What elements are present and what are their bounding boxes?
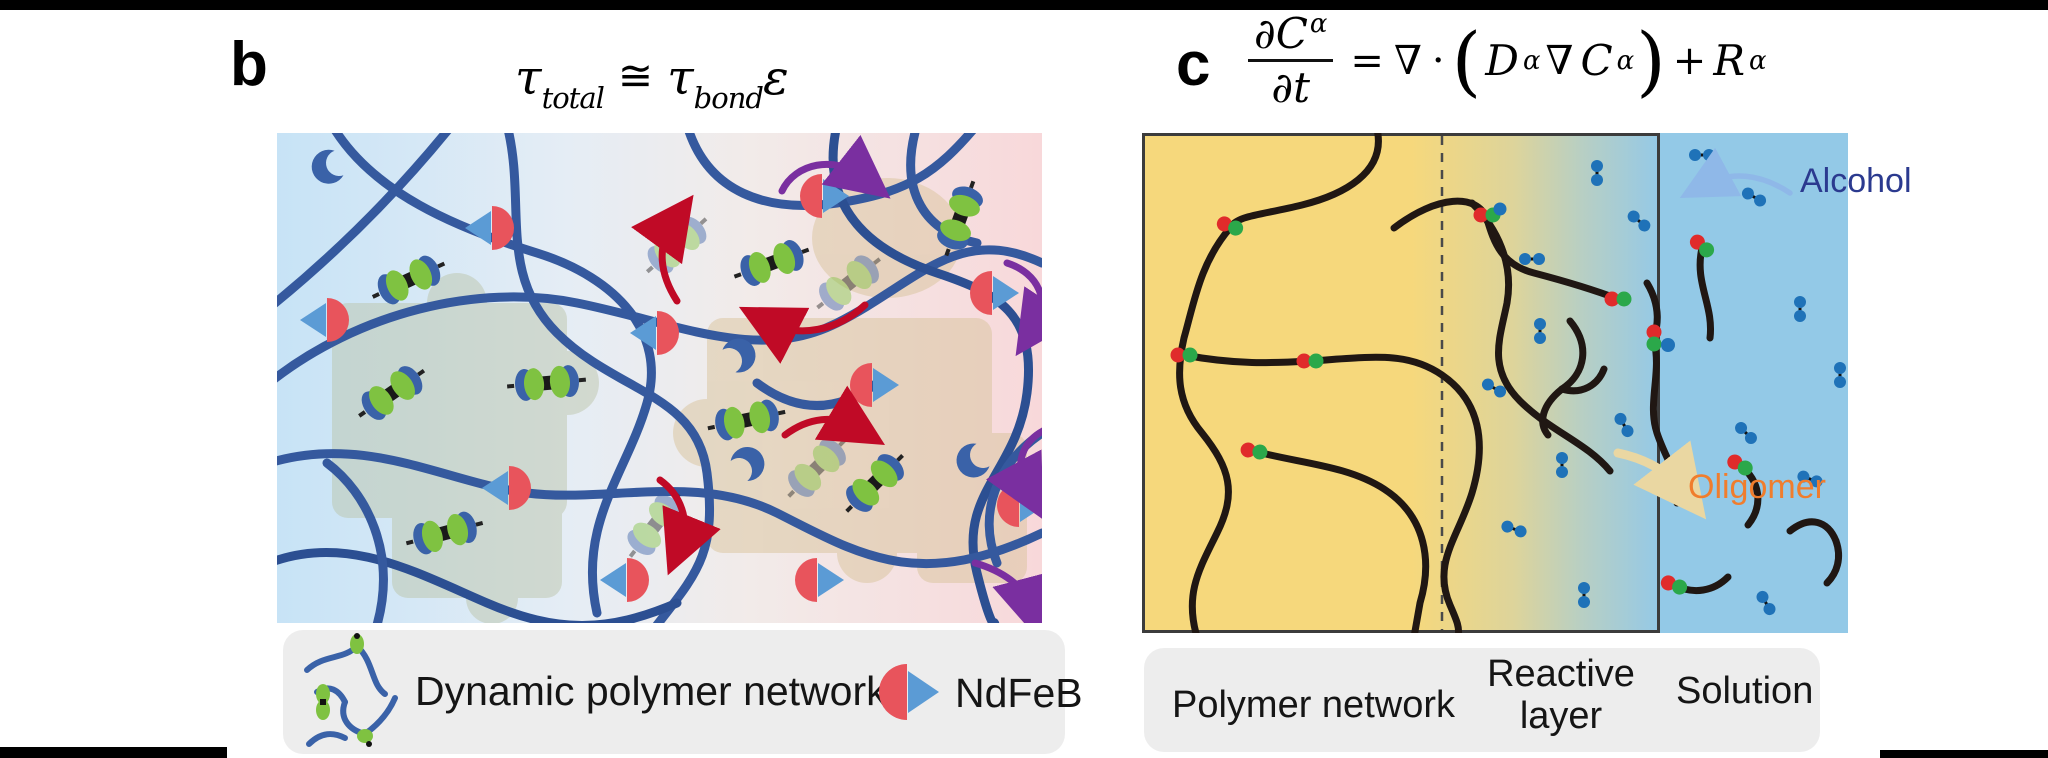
reactive-layer-label: Reactive layer [1487,653,1635,737]
dot-operator: · [1431,37,1445,84]
ndfeb-label: NdFeB [955,670,1083,716]
dynamic-network-icon [304,633,398,747]
panel-b-label: b [230,30,268,99]
dynamic-network-label: Dynamic polymer network [415,668,887,714]
oligomer-annotation: Oligomer [1688,468,1826,506]
equals-sign: = [1350,37,1384,84]
tau-bond-symbol: τ [667,50,694,106]
red-rotation-arrows [631,194,886,576]
polymer-network-label: Polymer network [1172,684,1455,726]
panel-c-label: c [1176,30,1211,99]
ndfeb-icon [879,664,939,720]
reactive-bead-pairs [1170,202,1756,597]
reaction-symbol: R [1713,36,1745,86]
polymer-chains [1176,133,1843,633]
tau-total-symbol: τ [515,50,542,106]
epsilon-symbol: ε [762,50,789,106]
concentration-superscript: α [1616,45,1635,76]
solution-region [1659,133,1848,633]
dynamic-network-diagram [277,133,1042,623]
panel-b-legend: Dynamic polymer network NdFeB [283,630,1083,754]
bottom-left-black-bar [0,747,227,758]
plus-sign: + [1672,37,1707,84]
concentration-symbol: C [1580,36,1613,86]
gradient-symbol: ∇ [1545,37,1574,84]
oligomer-arrow [1613,440,1707,520]
solution-label: Solution [1676,670,1814,712]
alcohol-annotation: Alcohol [1800,162,1912,200]
tau-total-subscript: total [541,81,605,115]
polymer-network-region [1142,133,1660,633]
panel-c-region-labels: Polymer network Reactive layer Solution [1144,648,1820,752]
diffusivity-superscript: α [1522,45,1541,76]
approx-symbol: ≅ [617,51,654,100]
fraction-numerator: ∂Cα [1254,9,1328,58]
bottom-right-black-bar [1880,750,2048,758]
diffusion-layers-diagram [1142,133,1848,633]
diffusivity-symbol: D [1485,36,1519,86]
time-derivative-fraction: ∂Cα ∂t [1248,9,1334,113]
top-black-bar [0,0,2048,10]
reaction-superscript: α [1748,45,1767,76]
fraction-denominator: ∂t [1271,63,1311,113]
nabla-symbol: ∇ [1393,37,1422,84]
alcohol-arrow [1679,147,1793,199]
fraction-bar [1248,59,1334,63]
tau-bond-subscript: bond [693,81,764,115]
purple-rotation-arrows [778,134,1042,623]
equation-tau-total: τtotal≅τbondε [515,50,789,115]
